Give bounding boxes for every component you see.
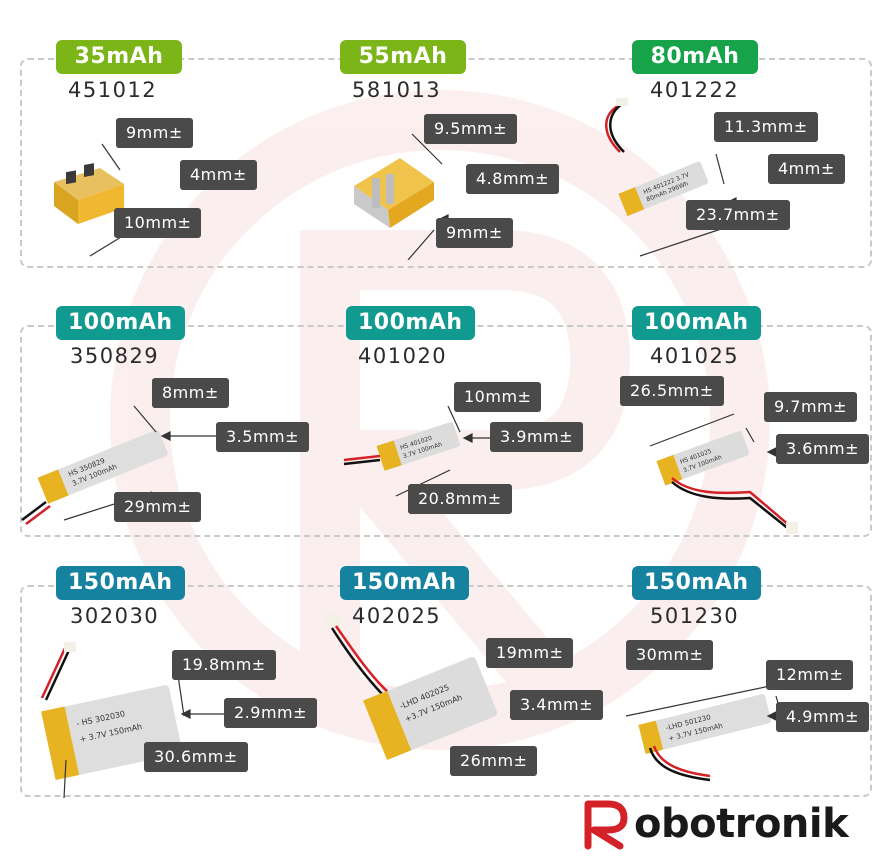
brand-r-icon <box>584 800 628 850</box>
battery-card-581013: 55mAh 581013 9.5mm± 4.8mm± 9mm± <box>290 40 580 290</box>
dimension-label: 20.8mm± <box>408 484 512 514</box>
battery-image <box>54 163 124 224</box>
capacity-badge: 35mAh <box>56 40 182 74</box>
battery-card-350829: 100mAh 350829 HS 350829 3.7V 100mAh 8mm±… <box>0 306 310 556</box>
dimension-label: 26.5mm± <box>620 376 724 406</box>
dimension-label: 11.3mm± <box>714 112 818 142</box>
model-code: 402025 <box>352 604 442 628</box>
dimension-label: 3.9mm± <box>490 422 584 452</box>
dimension-label: 3.5mm± <box>216 422 310 452</box>
capacity-badge: 80mAh <box>632 40 758 74</box>
model-code: 401222 <box>650 78 740 102</box>
dimension-label: 9mm± <box>436 218 513 248</box>
battery-card-302030: 150mAh 302030 - HS 302030 + 3.7V 150mAh … <box>0 566 318 816</box>
dimension-label: 19.8mm± <box>172 650 276 680</box>
battery-card-401222: 80mAh 401222 HS 401222 3.7V 80mAh 296Wh … <box>580 40 870 290</box>
battery-image <box>354 158 434 228</box>
dimension-label: 19mm± <box>486 638 574 668</box>
capacity-badge: 150mAh <box>340 566 469 600</box>
brand-name: obotronik <box>634 801 849 847</box>
dimension-label: 23.7mm± <box>686 200 790 230</box>
battery-card-401025: 100mAh 401025 HS 401025 3.7V 100mAh 26.5… <box>580 306 870 556</box>
model-code: 451012 <box>68 78 158 102</box>
dimension-label: 29mm± <box>114 492 202 522</box>
dimension-label: 8mm± <box>152 378 229 408</box>
model-code: 581013 <box>352 78 442 102</box>
battery-image: HS 401025 3.7V 100mAh <box>656 431 798 534</box>
capacity-badge: 100mAh <box>346 306 475 340</box>
dimension-label: 2.9mm± <box>224 698 318 728</box>
dimension-label: 9mm± <box>116 118 193 148</box>
dimension-label: 9.5mm± <box>424 114 518 144</box>
model-code: 350829 <box>70 344 160 368</box>
battery-image: HS 350829 3.7V 100mAh <box>21 429 168 525</box>
capacity-badge: 100mAh <box>56 306 185 340</box>
capacity-badge: 55mAh <box>340 40 466 74</box>
dimension-label: 3.4mm± <box>510 690 604 720</box>
dimension-label: 30.6mm± <box>144 742 248 772</box>
dimension-arrows <box>649 413 777 457</box>
battery-image: -LHD 402025 +3.7V 150mAh <box>326 614 498 761</box>
capacity-badge: 100mAh <box>632 306 761 340</box>
model-code: 401020 <box>358 344 448 368</box>
model-code: 501230 <box>650 604 740 628</box>
capacity-badge: 150mAh <box>632 566 761 600</box>
model-code: 302030 <box>70 604 160 628</box>
dimension-label: 4mm± <box>180 160 257 190</box>
battery-card-401020: 100mAh 401020 HS 401020 3.7V 100mAh 10mm… <box>290 306 584 556</box>
dimension-label: 4mm± <box>768 154 845 184</box>
battery-card-451012: 35mAh 451012 9mm± 4mm± 10mm± <box>0 40 290 290</box>
dimension-label: 30mm± <box>626 640 714 670</box>
brand-logo: obotronik <box>580 796 880 852</box>
battery-card-501230: 150mAh 501230 -LHD 501230 + 3.7V 150mAh … <box>580 566 870 816</box>
dimension-arrows <box>63 405 220 521</box>
model-code: 401025 <box>650 344 740 368</box>
battery-image: -LHD 501230 + 3.7V 150mAh <box>638 694 772 782</box>
dimension-label: 3.6mm± <box>776 434 870 464</box>
battery-image: HS 401020 3.7V 100mAh <box>343 422 460 471</box>
battery-card-402025: 150mAh 402025 -LHD 402025 +3.7V 150mAh 1… <box>290 566 604 816</box>
capacity-badge: 150mAh <box>56 566 185 600</box>
dimension-label: 4.9mm± <box>776 702 870 732</box>
dimension-label: 26mm± <box>450 746 538 776</box>
dimension-label: 10mm± <box>454 382 542 412</box>
dimension-label: 9.7mm± <box>764 392 858 422</box>
dimension-label: 10mm± <box>114 208 202 238</box>
battery-image: HS 401222 3.7V 80mAh 296Wh <box>605 98 709 217</box>
dimension-label: 4.8mm± <box>466 164 560 194</box>
dimension-label: 12mm± <box>766 660 854 690</box>
